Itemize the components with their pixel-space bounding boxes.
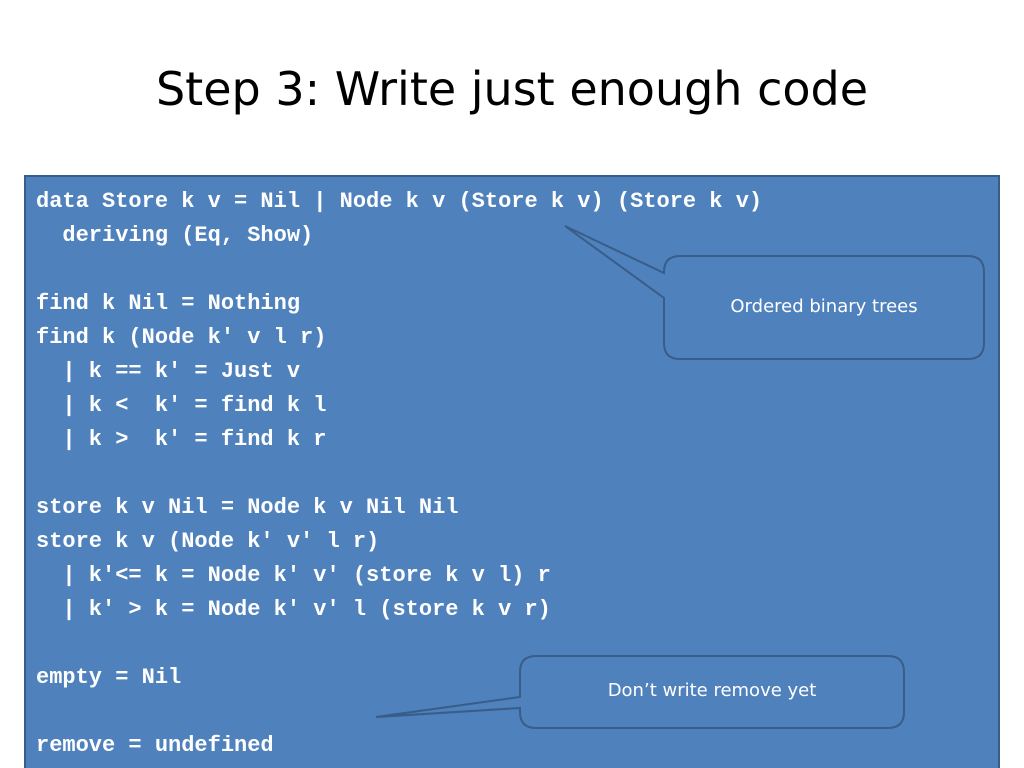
code-line: | k < k' = find k l (36, 393, 327, 418)
code-line: remove = undefined (36, 733, 274, 758)
code-line (36, 627, 762, 661)
code-line: | k > k' = find k r (36, 427, 327, 452)
code-line: empty = Nil (36, 665, 182, 690)
code-line: deriving (Eq, Show) (36, 223, 314, 248)
code-line: find k (Node k' v l r) (36, 325, 327, 350)
code-line: store k v (Node k' v' l r) (36, 529, 380, 554)
callout-label-dont-write-remove: Don’t write remove yet (607, 680, 817, 701)
slide-title: Step 3: Write just enough code (155, 62, 869, 116)
code-line: data Store k v = Nil | Node k v (Store k… (36, 189, 763, 214)
code-line: | k == k' = Just v (36, 359, 301, 384)
code-line: | k'<= k = Node k' v' (store k v l) r (36, 563, 551, 588)
code-line: find k Nil = Nothing (36, 291, 301, 316)
code-line (36, 253, 762, 287)
callout-label-ordered-binary-trees: Ordered binary trees (730, 296, 918, 317)
code-line: store k v Nil = Node k v Nil Nil (36, 495, 459, 520)
code-line: | k' > k = Node k' v' l (store k v r) (36, 597, 551, 622)
code-block: data Store k v = Nil | Node k v (Store k… (36, 185, 762, 763)
code-line (36, 457, 762, 491)
